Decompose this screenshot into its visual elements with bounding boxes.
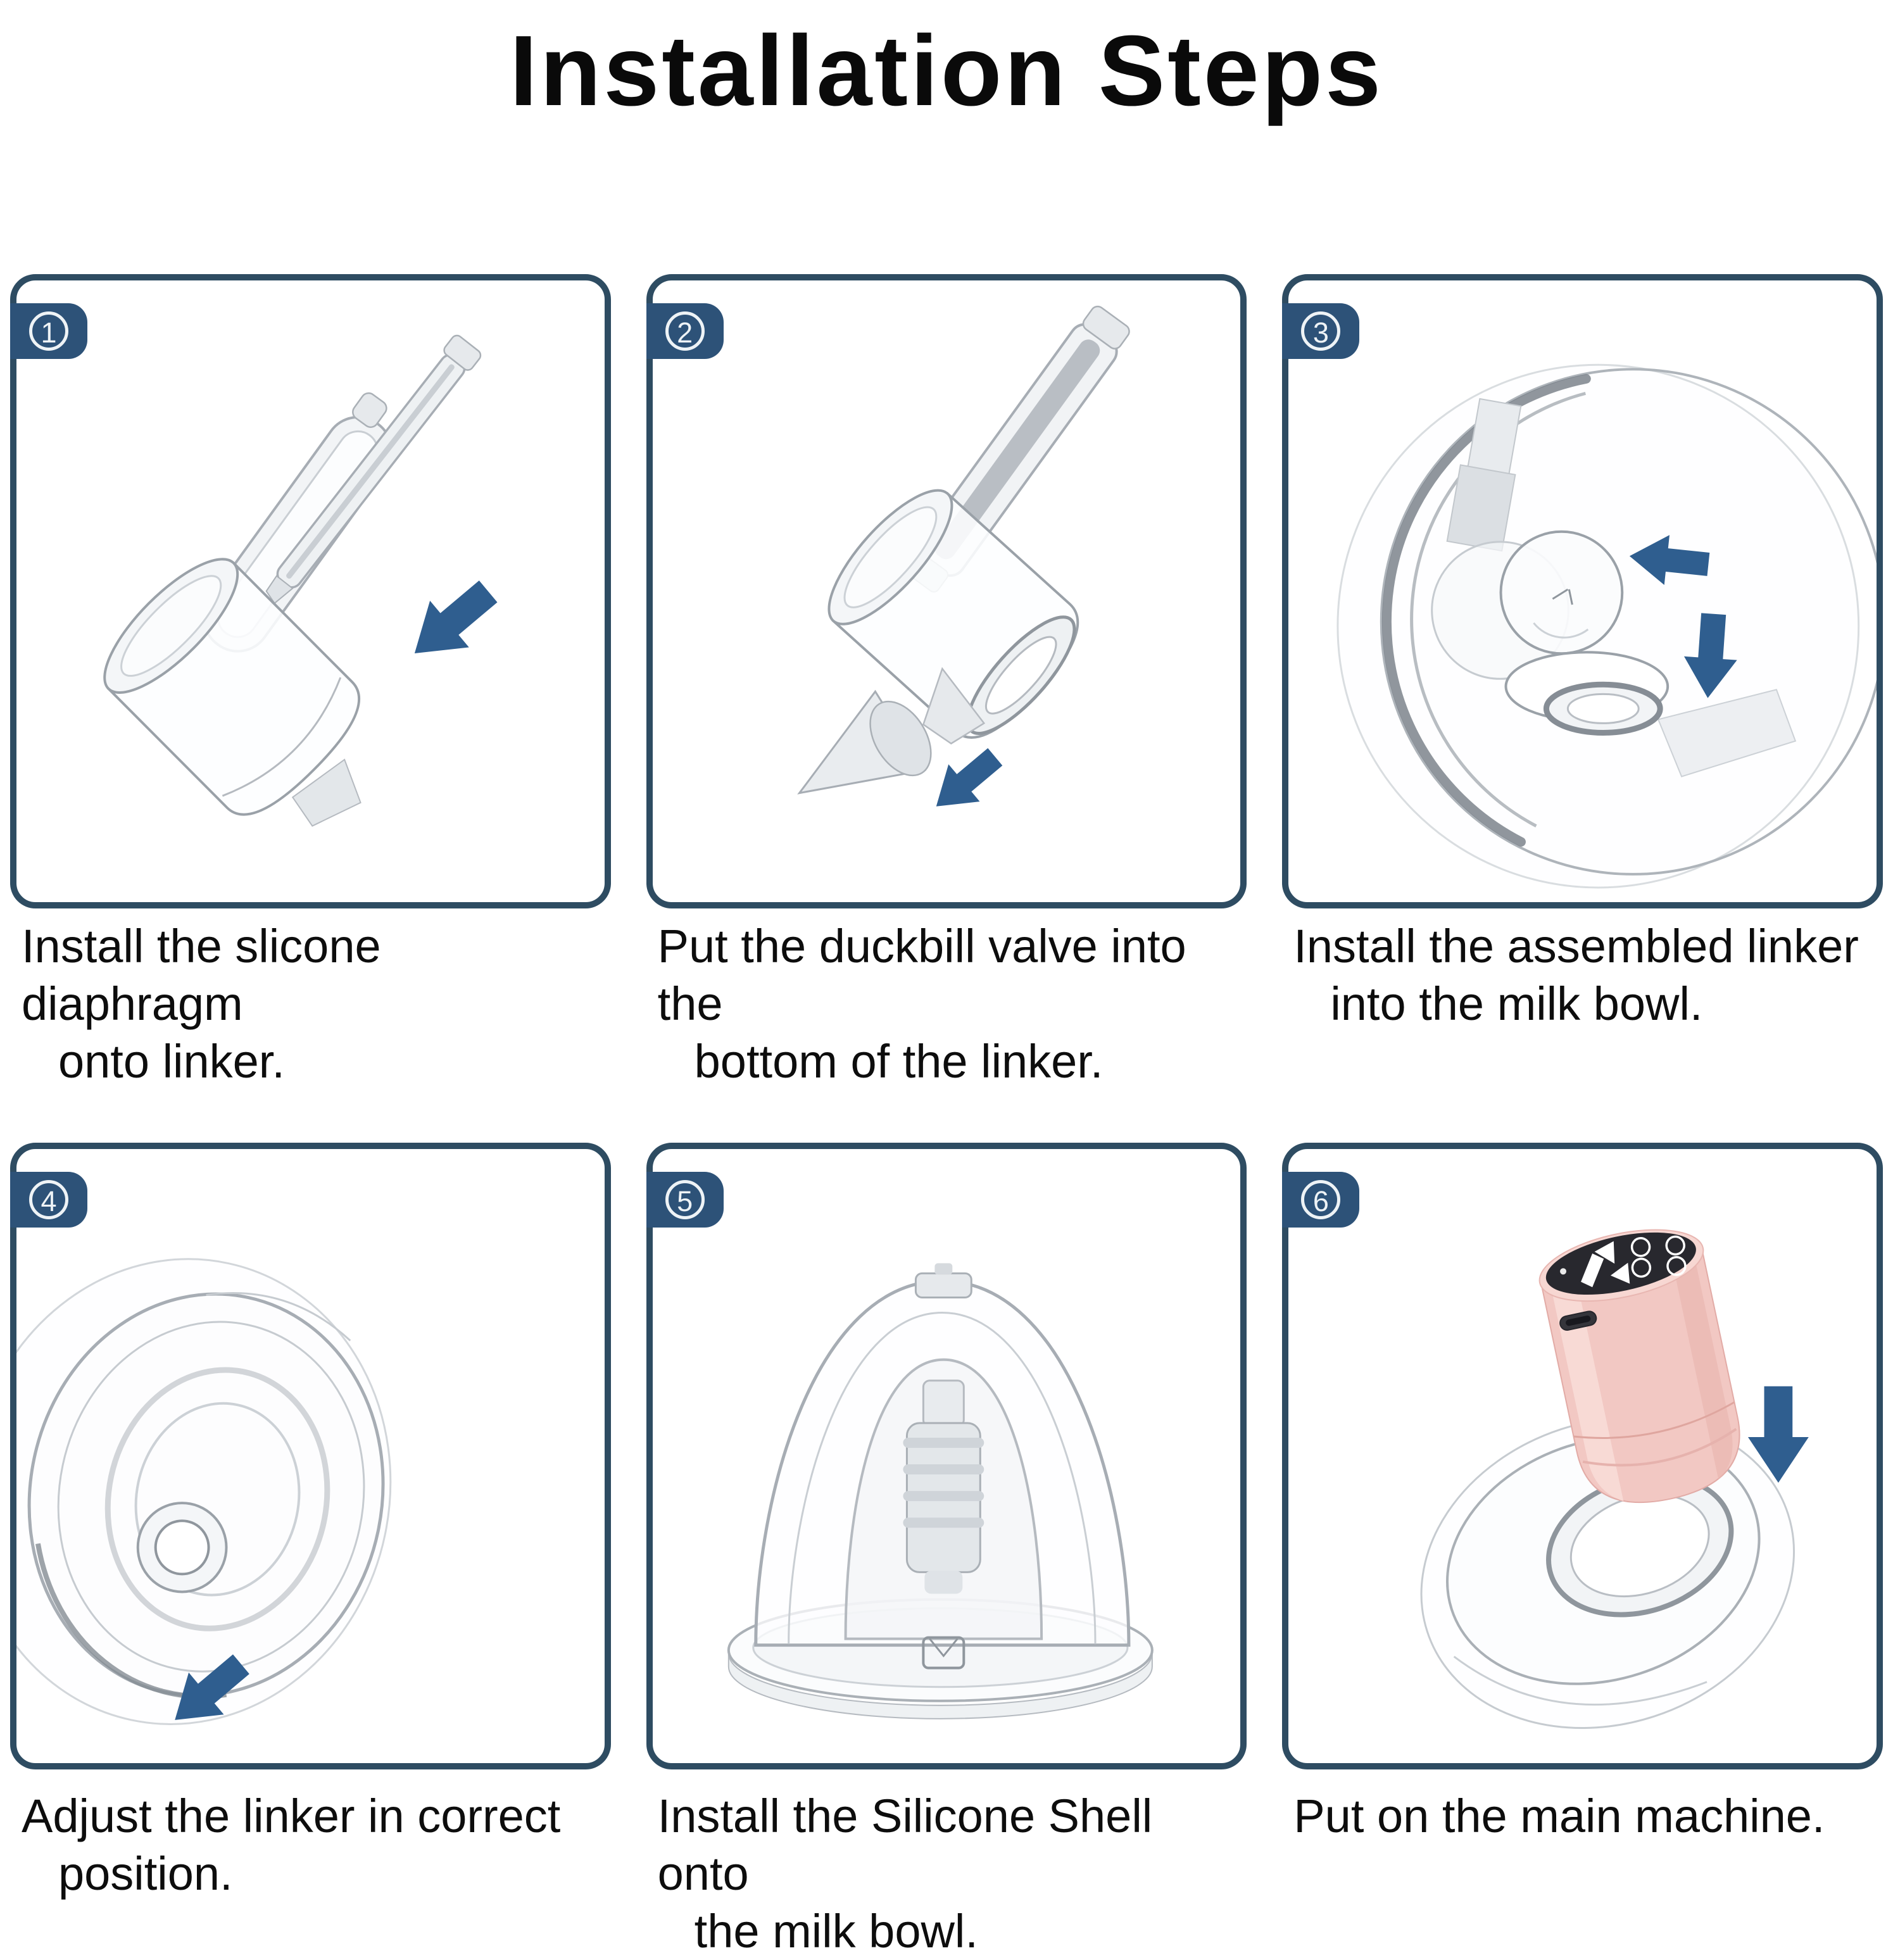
- steps-row-1: 1: [10, 274, 1883, 1090]
- step-1-illustration: [103, 334, 498, 827]
- step-6-caption: Put on the main machine.: [1293, 1790, 1825, 1842]
- milk-bowl: [1420, 1416, 1796, 1729]
- step-number: 6: [1301, 1180, 1341, 1219]
- main-machine: [1538, 1229, 1740, 1504]
- step-6-illustration: [1420, 1229, 1809, 1729]
- assembled-linker: [1499, 530, 1624, 655]
- step-1-cell: 1: [10, 274, 611, 1090]
- steps-row-2: 4 Adjust the linker in correct: [10, 1143, 1883, 1960]
- step-4-caption: Adjust the linker in correct position.: [22, 1790, 561, 1900]
- step-5-caption: Install the Silicone Shell onto the milk…: [657, 1790, 1153, 1957]
- touch-buttons: [1631, 1235, 1687, 1278]
- step-badge: 4: [10, 1172, 87, 1228]
- arrow-down-left-icon: [936, 748, 1002, 807]
- step-number: 5: [665, 1180, 705, 1219]
- step-2-cell: 2: [646, 274, 1247, 1090]
- step-number: 2: [665, 311, 705, 351]
- step-4-panel: 4: [10, 1143, 611, 1769]
- step-3-illustration: [1336, 363, 1877, 889]
- step-5-cell: 5: [646, 1143, 1247, 1960]
- step-3-cell: 3: [1282, 274, 1883, 1090]
- step-badge: 2: [646, 303, 724, 359]
- duckbill-valve: [796, 667, 985, 795]
- arrow-down-left-icon: [175, 1654, 249, 1720]
- led-dot: [1560, 1268, 1567, 1275]
- diaphragm-edge-strip: [265, 334, 482, 605]
- step-number: 4: [29, 1180, 68, 1219]
- step-1-panel: 1: [10, 274, 611, 908]
- arrow-left-icon: [1630, 535, 1710, 586]
- step-5-illustration: [727, 1263, 1154, 1719]
- step-6-cell: 6: [1282, 1143, 1883, 1960]
- step-5-panel: 5: [646, 1143, 1247, 1769]
- step-6-panel: 6: [1282, 1143, 1883, 1769]
- step-3-caption: Install the assembled linker into the mi…: [1293, 920, 1859, 1030]
- linker-cylinder: [103, 558, 362, 827]
- step-badge: 6: [1282, 1172, 1360, 1228]
- step-badge: 5: [646, 1172, 724, 1228]
- linker-cylinder: [827, 489, 1079, 739]
- step-4-illustration: [16, 1258, 392, 1725]
- step-3-panel: 3: [1282, 274, 1883, 908]
- step-4-cell: 4 Adjust the linker in correct: [10, 1143, 611, 1960]
- base-latch: [922, 1636, 965, 1669]
- page-title: Installation Steps: [509, 15, 1384, 127]
- inner-valve: [903, 1379, 984, 1594]
- bowl-opening: [1504, 651, 1797, 777]
- usb-c-port: [1559, 1310, 1597, 1331]
- step-number: 3: [1301, 311, 1341, 351]
- linker-flange: [16, 1258, 392, 1725]
- step-badge: 3: [1282, 303, 1360, 359]
- arrow-down-icon: [1684, 613, 1737, 698]
- step-2-caption: Put the duckbill valve into the bottom o…: [657, 920, 1186, 1088]
- step-2-panel: 2: [646, 274, 1247, 908]
- arrow-down-icon: [1748, 1386, 1809, 1483]
- step-number: 1: [29, 311, 68, 351]
- step-2-illustration: [796, 305, 1130, 807]
- step-badge: 1: [10, 303, 87, 359]
- step-1-caption: Install the slicone diaphragm onto linke…: [22, 920, 381, 1088]
- logo-icon: [1581, 1241, 1630, 1288]
- arrow-down-left-icon: [414, 580, 498, 654]
